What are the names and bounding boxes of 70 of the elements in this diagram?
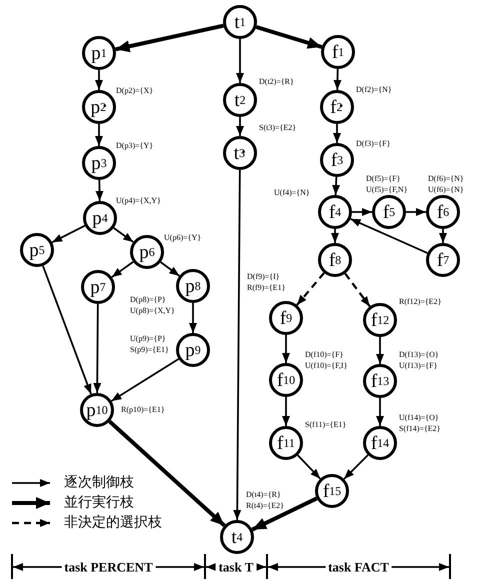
- annotation-text: S(f11)={E1}: [305, 419, 346, 430]
- legend-text: 逐次制御枝: [64, 474, 134, 492]
- annotation-text: U(f6)={N}: [428, 184, 464, 195]
- arrow: [343, 454, 369, 480]
- arrow: [236, 117, 244, 136]
- arrow: [376, 337, 384, 364]
- annotation-text: U(p6)={Y}: [164, 232, 202, 243]
- annotation-text: U(f5)={F,N}: [366, 184, 408, 195]
- arrow: [297, 454, 321, 480]
- arrow: [282, 335, 290, 363]
- arrow: [331, 229, 339, 243]
- annotation-text: U(p9)={P}: [130, 333, 166, 344]
- arrow: [96, 180, 104, 202]
- arrow: [256, 25, 322, 49]
- annotation-text: D(f13)={O}: [399, 349, 439, 360]
- annotation-text: R(f12)={E2}: [399, 296, 442, 307]
- annotation-text: R(f9)={E1}: [247, 282, 286, 293]
- arrow: [95, 70, 103, 90]
- arrow: [42, 266, 92, 394]
- arrow: [233, 170, 242, 520]
- arrow: [108, 420, 226, 528]
- annotation-text: D(p2)={X}: [116, 85, 154, 96]
- arrow: [113, 227, 134, 243]
- arrow: [93, 304, 102, 393]
- annotation-text: R(p10)={E1}: [121, 404, 165, 415]
- arrow: [332, 176, 340, 196]
- annotation-text: U(p4)={X,Y}: [116, 195, 161, 206]
- annotation-text: U(f10)={F,I}: [305, 360, 348, 371]
- annotation-text: U(f13)={F}: [399, 360, 438, 371]
- arrow: [189, 303, 197, 333]
- annotation-text: S(p9)={E1}: [130, 344, 169, 355]
- annotation-text: U(f4)={N}: [274, 187, 310, 198]
- arrow: [333, 124, 341, 143]
- annotation-text: U(p8)={X,Y}: [130, 305, 175, 316]
- annotation-text: D(f5)={F}: [366, 173, 400, 184]
- arrow: [110, 358, 180, 402]
- arrow: [296, 272, 325, 306]
- arrow: [251, 496, 318, 532]
- annotation-text: D(f9)={I}: [247, 271, 280, 282]
- arrow: [344, 272, 371, 308]
- arrow: [334, 68, 342, 90]
- legend-text: 並行実行枝: [64, 494, 134, 512]
- annotation-text: U(f14)={O}: [399, 412, 439, 423]
- annotation-text: D(t4)={R}: [246, 489, 281, 500]
- legend-text: 非決定的選択枝: [64, 514, 162, 532]
- annotation-text: S(f14)={E2}: [399, 423, 441, 434]
- arrow: [352, 208, 372, 216]
- annotation-text: R(t4)={E2}: [246, 500, 284, 511]
- annotation-text: D(p3)={Y}: [116, 140, 154, 151]
- arrow: [406, 208, 426, 216]
- annotation-text: D(f10)={F}: [305, 349, 344, 360]
- arrow: [376, 398, 384, 426]
- arrow: [52, 224, 86, 244]
- arrow: [95, 124, 103, 146]
- arrow: [160, 261, 180, 277]
- annotation-text: D(t2)={R}: [259, 76, 294, 87]
- annotation-text: D(f2)={N}: [356, 84, 392, 95]
- arrow: [115, 24, 224, 52]
- arrow: [350, 218, 428, 254]
- arrow: [236, 39, 244, 83]
- arrow: [439, 229, 447, 243]
- annotation-text: D(p8)={P}: [130, 294, 166, 305]
- arrow: [282, 397, 290, 426]
- annotation-text: D(f3)={F}: [356, 138, 390, 149]
- annotation-text: D(f6)={N}: [428, 173, 464, 184]
- dimension-label: task T: [216, 560, 256, 574]
- arrow: [111, 261, 134, 278]
- dimension-label: task PERCENT: [61, 560, 156, 574]
- dimension-label: task FACT: [325, 560, 392, 574]
- annotation-text: S(t3)={E2}: [259, 122, 296, 133]
